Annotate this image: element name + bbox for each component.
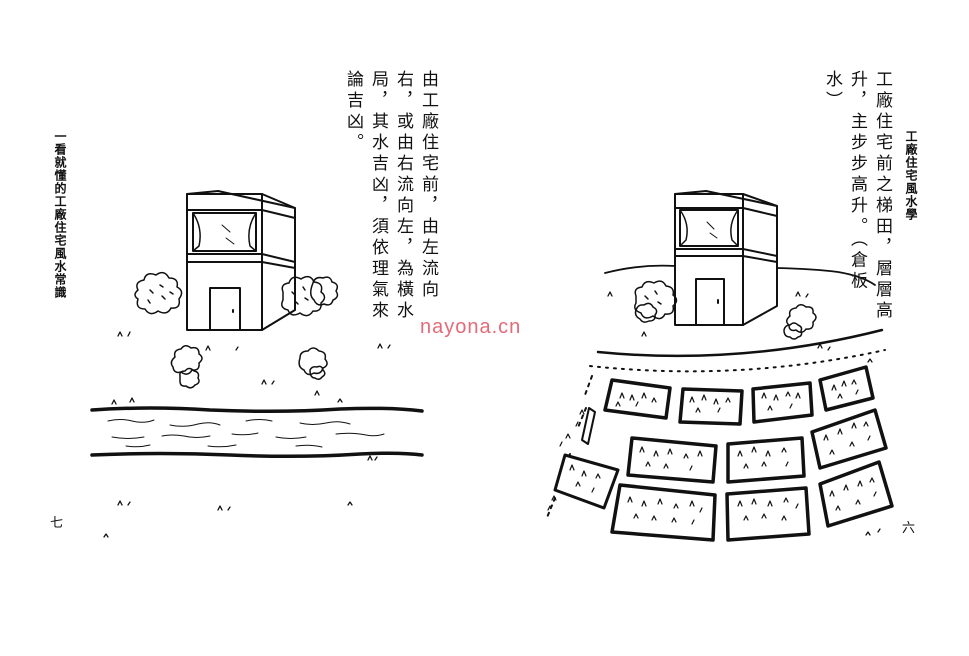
left-body-column-4: 論吉凶。 [343,70,363,154]
right-page-number: 六 [902,521,916,536]
left-body-column-1: 由工廠住宅前，由左流向 [418,70,438,301]
terraced-fields-illustration [546,330,892,540]
shrub-icon [135,273,337,388]
factory-illustration-right [675,191,777,325]
right-running-title: 工廠住宅風水學 [904,130,918,221]
watermark: nayona.cn [420,316,522,338]
left-running-title: 一看就懂的工廠住宅風水常識 [53,130,67,299]
left-body-column-2: 右，或由右流向左，為橫水 [393,70,413,322]
factory-illustration-left [187,191,295,330]
right-body-column-2: 升，主步步高升。（倉板 [847,70,867,293]
right-body-column-3: 水） [822,70,842,112]
right-body-column-1: 工廠住宅前之梯田，層層高 [872,70,892,322]
river-illustration [92,408,422,456]
left-page-number: 七 [50,516,64,531]
left-body-column-3: 局，其水吉凶，須依理氣來 [368,70,388,322]
